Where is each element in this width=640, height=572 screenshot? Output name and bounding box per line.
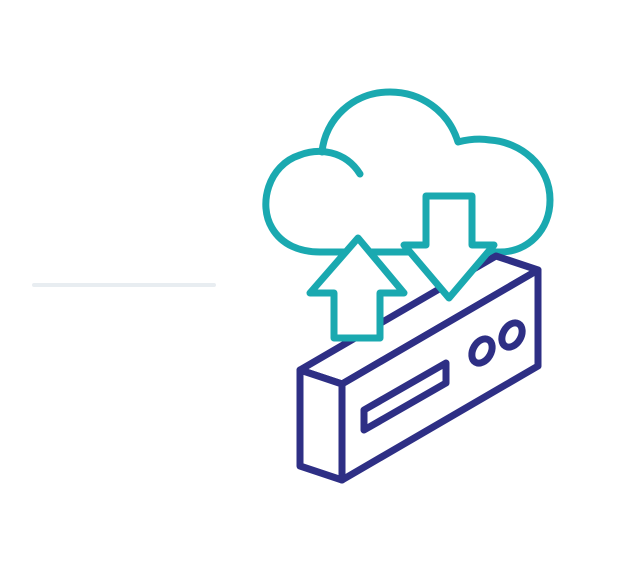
horizontal-divider <box>32 283 216 287</box>
cloud-icon <box>262 88 554 256</box>
server-device-icon <box>296 252 542 484</box>
arrow-down-icon <box>400 192 498 302</box>
arrow-up-icon <box>306 234 408 342</box>
